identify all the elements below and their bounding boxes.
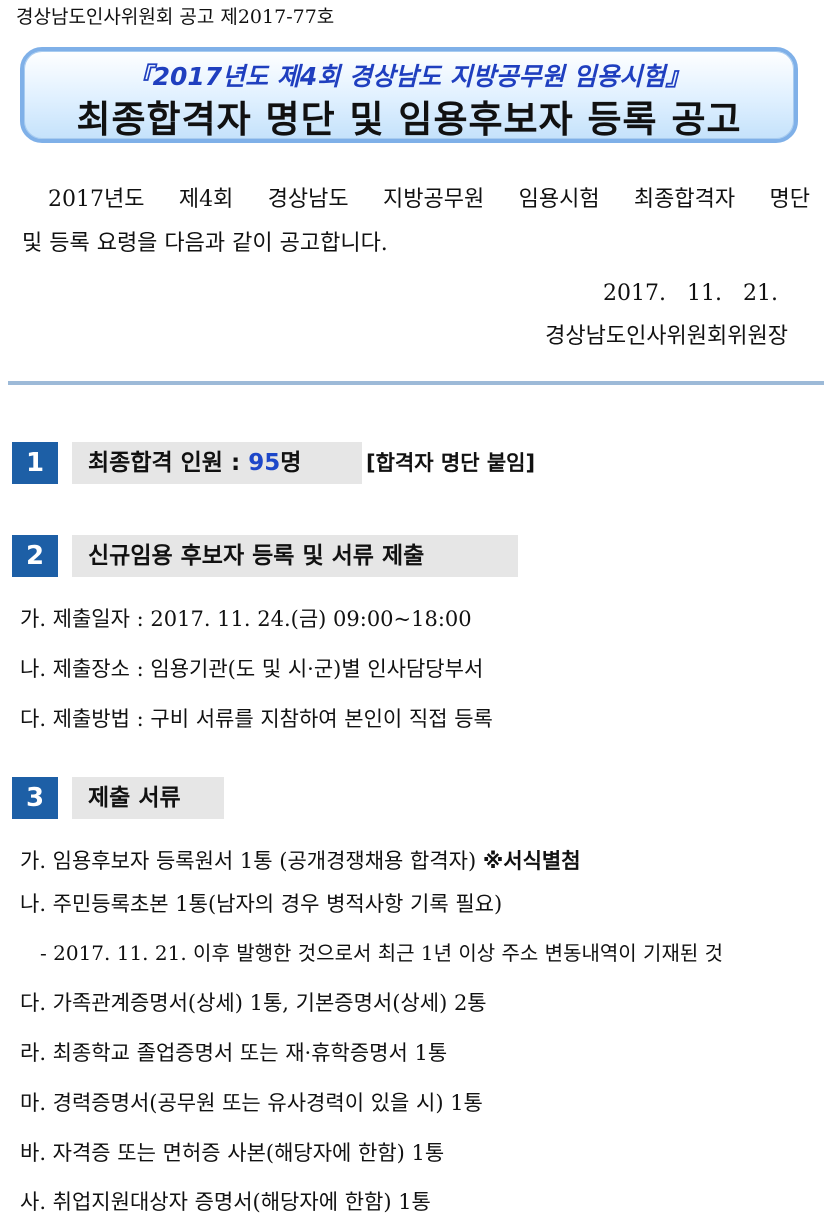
section-number: 2 — [12, 535, 58, 577]
list-item: 바. 자격증 또는 면허증 사본(해당자에 한함) 1통 — [20, 1141, 445, 1165]
divider — [8, 381, 824, 385]
intro-line-1: 2017년도 제4회 경상남도 지방공무원 임용시험 최종합격자 명단 — [48, 187, 810, 212]
list-item: 마. 경력증명서(공무원 또는 유사경력이 있을 시) 1통 — [20, 1091, 483, 1115]
banner-subtitle: 『2017년도 제4회 경상남도 지방공무원 임용시험』 — [127, 62, 691, 91]
notice-date: 2017. 11. 21. — [603, 281, 778, 306]
section-title: 신규임용 후보자 등록 및 서류 제출 — [72, 535, 518, 577]
intro-paragraph: 2017년도 제4회 경상남도 지방공무원 임용시험 최종합격자 명단 및 등록… — [22, 178, 810, 266]
title-banner: 『2017년도 제4회 경상남도 지방공무원 임용시험』 최종합격자 명단 및 … — [20, 47, 798, 143]
signer: 경상남도인사위원회위원장 — [545, 324, 788, 349]
section-title-suffix: 명 — [280, 450, 302, 476]
section-title: 최종합격 인원 : 95명 — [72, 442, 362, 484]
form-attached-note: ※서식별첨 — [482, 849, 581, 873]
list-item: 나. 제출장소 : 임용기관(도 및 시·군)별 인사담당부서 — [20, 657, 484, 681]
list-item-text: 가. 임용후보자 등록원서 1통 (공개경쟁채용 합격자) — [20, 849, 483, 873]
list-item: 라. 최종학교 졸업증명서 또는 재·휴학증명서 1통 — [20, 1041, 448, 1065]
list-item: 가. 제출일자 : 2017. 11. 24.(금) 09:00~18:00 — [20, 607, 472, 631]
banner-title: 최종합격자 명단 및 임용후보자 등록 공고 — [76, 98, 742, 141]
list-sub-item: - 2017. 11. 21. 이후 발행한 것으로서 최근 1년 이상 주소 … — [40, 941, 723, 965]
list-item: 다. 가족관계증명서(상세) 1통, 기본증명서(상세) 2통 — [20, 991, 487, 1015]
section-number: 3 — [12, 777, 58, 819]
section-title: 제출 서류 — [72, 777, 224, 819]
list-item: 사. 취업지원대상자 증명서(해당자에 한함) 1통 — [20, 1190, 431, 1214]
section-title-prefix: 최종합격 인원 : — [88, 450, 249, 476]
list-item: 다. 제출방법 : 구비 서류를 지참하여 본인이 직접 등록 — [20, 707, 493, 731]
section-number: 1 — [12, 442, 58, 484]
intro-line-2: 및 등록 요령을 다음과 같이 공고합니다. — [22, 231, 388, 256]
list-item: 가. 임용후보자 등록원서 1통 (공개경쟁채용 합격자) ※서식별첨 — [20, 845, 581, 875]
final-pass-count: 95 — [248, 450, 281, 476]
attachment-note: [합격자 명단 붙임] — [366, 451, 536, 475]
notice-number: 경상남도인사위원회 공고 제2017-77호 — [16, 6, 335, 28]
list-item: 나. 주민등록초본 1통(남자의 경우 병적사항 기록 필요) — [20, 892, 503, 916]
